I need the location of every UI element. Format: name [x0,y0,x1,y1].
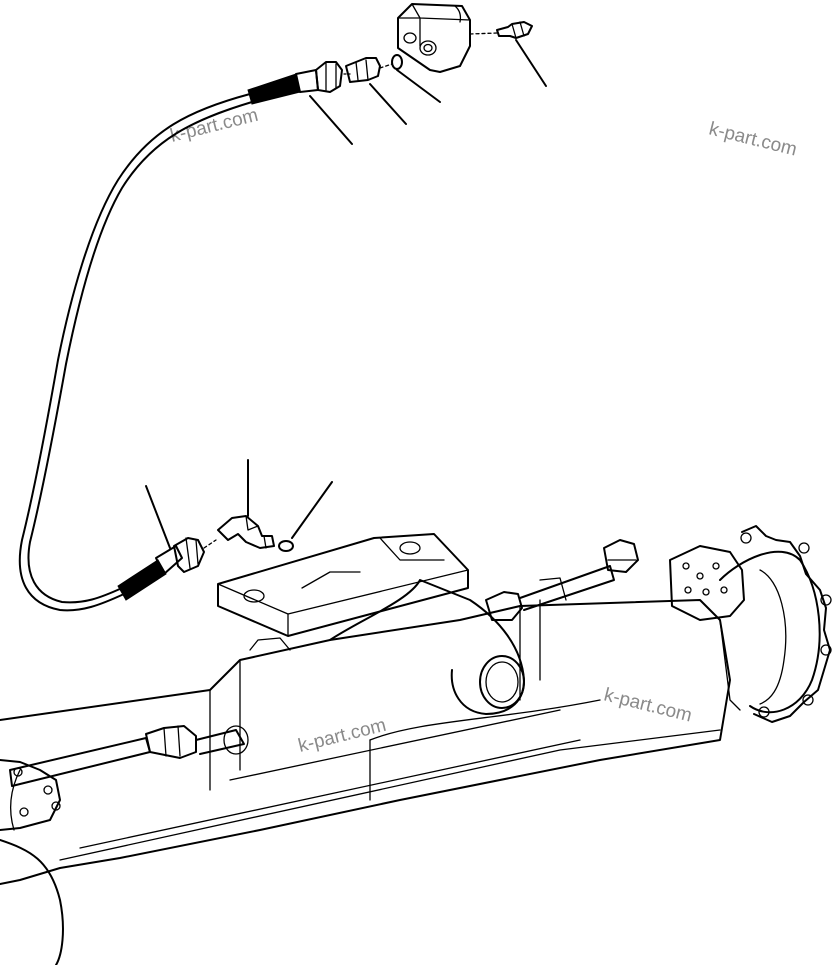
hose-nut-lower [173,537,205,573]
elbow-fitting [217,515,275,549]
hose-guard-lower [117,559,167,601]
o-ring-lower [278,540,294,552]
hydraulic-hose [18,93,251,612]
o-ring-upper [391,54,403,70]
watermark-top-left: k-part.com [168,105,260,147]
watermark-bottom-right: k-part.com [602,684,694,726]
axle-assembly [0,525,832,965]
watermark-layer: k-part.com k-part.com k-part.com k-part.… [168,105,799,757]
breather-fitting [469,21,533,39]
hose-nut-upper [315,61,343,93]
hose-guard-upper [247,73,301,105]
watermark-center: k-part.com [296,715,388,757]
adapter-upper [345,57,381,83]
valve-block [397,3,471,73]
watermark-top-right: k-part.com [707,118,799,160]
upper-hose-end [247,54,403,105]
leader-lines [145,39,547,549]
lower-hose-end [117,515,294,601]
